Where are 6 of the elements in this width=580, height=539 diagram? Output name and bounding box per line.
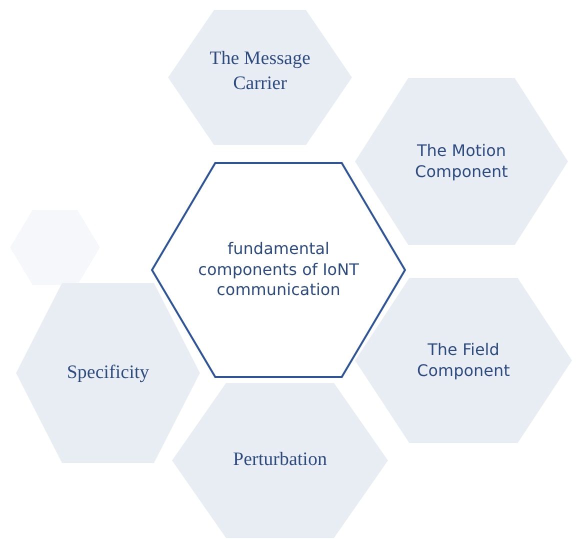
hexagon-label: fundamental components of IoNT communication — [198, 238, 360, 302]
hexagon-label: The Message Carrier — [208, 46, 312, 96]
hexagon-label: Specificity — [66, 360, 150, 385]
hexagon-label: The Field Component — [416, 340, 511, 382]
hexagon-label: The Motion Component — [414, 140, 509, 182]
hexagon-label: Perturbation — [233, 448, 327, 472]
